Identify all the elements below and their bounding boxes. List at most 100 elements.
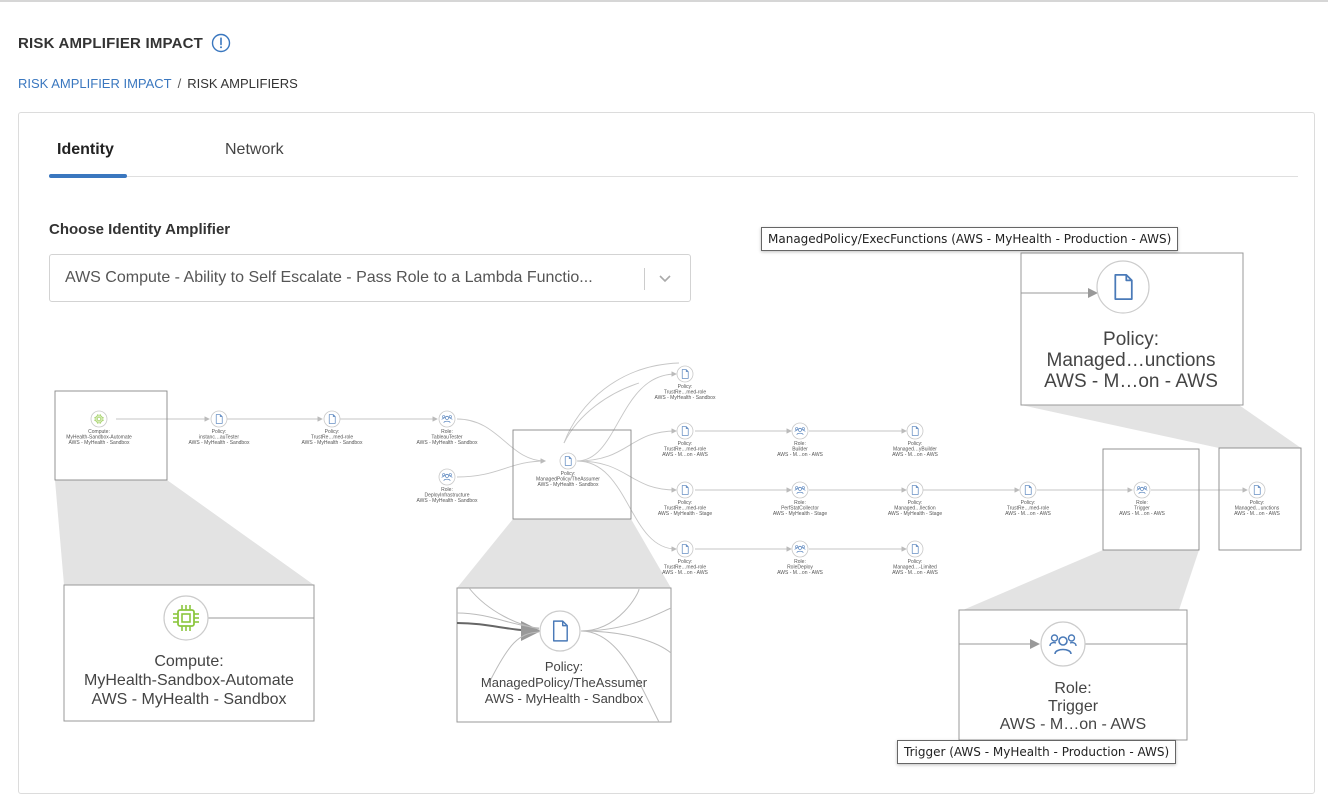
graph-node-label: Builder <box>792 446 808 452</box>
graph-node-label: Role: <box>441 429 453 435</box>
graph-node-label: Role: <box>441 487 453 493</box>
graph-node-label: Policy: <box>1021 500 1036 506</box>
graph-node-label: AWS - MyHealth - Sandbox <box>417 440 478 446</box>
zoom-unctions-line2: Managed…unctions <box>1047 350 1216 371</box>
info-circle-icon[interactable] <box>211 33 231 53</box>
zoom-compute-line1: Compute: <box>154 653 223 670</box>
tooltip-trigger: Trigger (AWS - MyHealth - Production - A… <box>897 740 1177 764</box>
graph-node-label: RoleDeploy <box>787 564 813 570</box>
zoom-panel-trigger: Role: Trigger AWS - M…on - AWS <box>958 609 1188 741</box>
select-divider <box>644 268 645 290</box>
zoom-trigger-line2: Trigger <box>1048 698 1099 715</box>
graph-node-circle <box>791 422 809 440</box>
graph-node-label: AWS - MyHealth - Stage <box>658 511 712 517</box>
breadcrumb-current: RISK AMPLIFIERS <box>187 76 298 91</box>
highlight-box-trigger[interactable] <box>1102 448 1200 551</box>
breadcrumb: RISK AMPLIFIER IMPACT / RISK AMPLIFIERS <box>18 76 298 91</box>
graph-node-label: TrustRe…med-role <box>1007 505 1050 511</box>
graph-node-label: AWS - MyHealth - Sandbox <box>538 482 599 488</box>
identity-amplifier-select[interactable]: AWS Compute - Ability to Self Escalate -… <box>49 254 691 302</box>
graph-node-label: Policy: <box>908 559 923 565</box>
zoom-assumer-line1: Policy: <box>545 659 583 674</box>
tab-identity[interactable]: Identity <box>49 141 127 178</box>
graph-edges <box>116 362 1248 552</box>
page-title-text: RISK AMPLIFIER IMPACT <box>18 34 204 52</box>
graph-node-circle <box>676 422 694 440</box>
tab-identity-label: Identity <box>57 141 114 158</box>
highlight-box-unctions[interactable] <box>1218 447 1302 551</box>
graph-node-label: Policy: <box>678 559 693 565</box>
graph-node-label: Policy: <box>678 441 693 447</box>
graph-node-label: AWS - M…on - AWS <box>662 570 708 576</box>
graph-node-label: TrustRe…med-role <box>664 389 707 395</box>
graph-node-label: Policy: <box>678 500 693 506</box>
zoom-trigger-line1: Role: <box>1054 680 1091 697</box>
breadcrumb-link-risk-amplifier-impact[interactable]: RISK AMPLIFIER IMPACT <box>18 76 172 91</box>
graph-node-label: Trigger <box>1134 505 1150 511</box>
highlight-box-assumer[interactable] <box>512 429 632 520</box>
tab-network[interactable]: Network <box>225 141 284 177</box>
zoom-panel-compute: Compute: MyHealth-Sandbox-Automate AWS -… <box>63 584 315 722</box>
graph-node-label: AWS - MyHealth - Stage <box>888 511 942 517</box>
graph-node-circle <box>210 410 228 428</box>
graph-node-label: Role: <box>794 559 806 565</box>
graph-node-circle <box>906 481 924 499</box>
page-title: RISK AMPLIFIER IMPACT <box>18 33 231 53</box>
graph-node-circle <box>323 410 341 428</box>
graph-node-circle <box>676 365 694 383</box>
zoom-funnel-unctions <box>1021 405 1301 448</box>
zoom-panel-assumer: Policy: ManagedPolicy/TheAssumer AWS - M… <box>456 587 672 723</box>
graph-node-label: Policy: <box>908 441 923 447</box>
graph-node-label: AWS - MyHealth - Sandbox <box>69 440 130 446</box>
tooltip-exec-functions: ManagedPolicy/ExecFunctions (AWS - MyHea… <box>761 227 1179 251</box>
graph-node-circle <box>791 540 809 558</box>
choose-amplifier-label: Choose Identity Amplifier <box>49 221 231 238</box>
graph-node-label: instanc…auTester <box>199 434 239 440</box>
highlight-box-compute[interactable] <box>54 390 168 481</box>
zoom-funnel-compute <box>55 480 314 585</box>
graph-node-label: AWS - M…on - AWS <box>777 452 823 458</box>
graph-node-label: AWS - M…on - AWS <box>1005 511 1051 517</box>
zoom-panel-unctions: Policy: Managed…unctions AWS - M…on - AW… <box>1020 252 1244 406</box>
graph-node-circle <box>1019 481 1037 499</box>
graph-node-label: Managed…llection <box>894 505 936 511</box>
graph-node-label: Role: <box>1136 500 1148 506</box>
graph-node-label: Role: <box>794 441 806 447</box>
graph-node-circle <box>906 422 924 440</box>
chevron-down-icon[interactable] <box>656 271 674 287</box>
graph-node-label: Policy: <box>561 471 576 477</box>
graph-node-label: Managed…-Limited <box>893 564 937 570</box>
graph-node-label: AWS - M…on - AWS <box>1119 511 1165 517</box>
graph-node-label: AWS - M…on - AWS <box>892 452 938 458</box>
graph-node-circle <box>1248 481 1266 499</box>
graph-node-label: AWS - MyHealth - Sandbox <box>417 498 478 504</box>
graph-node-label: Policy: <box>325 429 340 435</box>
graph-node-label: Policy: <box>678 384 693 390</box>
zoom-compute-line3: AWS - MyHealth - Sandbox <box>91 691 286 708</box>
graph-node-label: Managed…yBuilder <box>893 446 937 452</box>
zoom-funnel-assumer <box>457 519 671 588</box>
graph-node-label: Role: <box>794 500 806 506</box>
graph-node-circle <box>676 540 694 558</box>
graph-node-label: Managed…unctions <box>1235 505 1280 511</box>
